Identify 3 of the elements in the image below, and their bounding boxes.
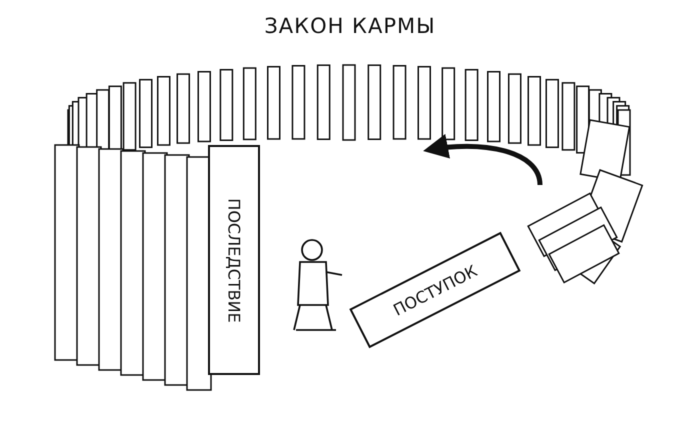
title: ЗАКОН КАРМЫ: [263, 14, 437, 38]
domino-label: ПОСЛЕДСТВИЕ: [224, 198, 244, 322]
domino-block: [208, 145, 260, 375]
